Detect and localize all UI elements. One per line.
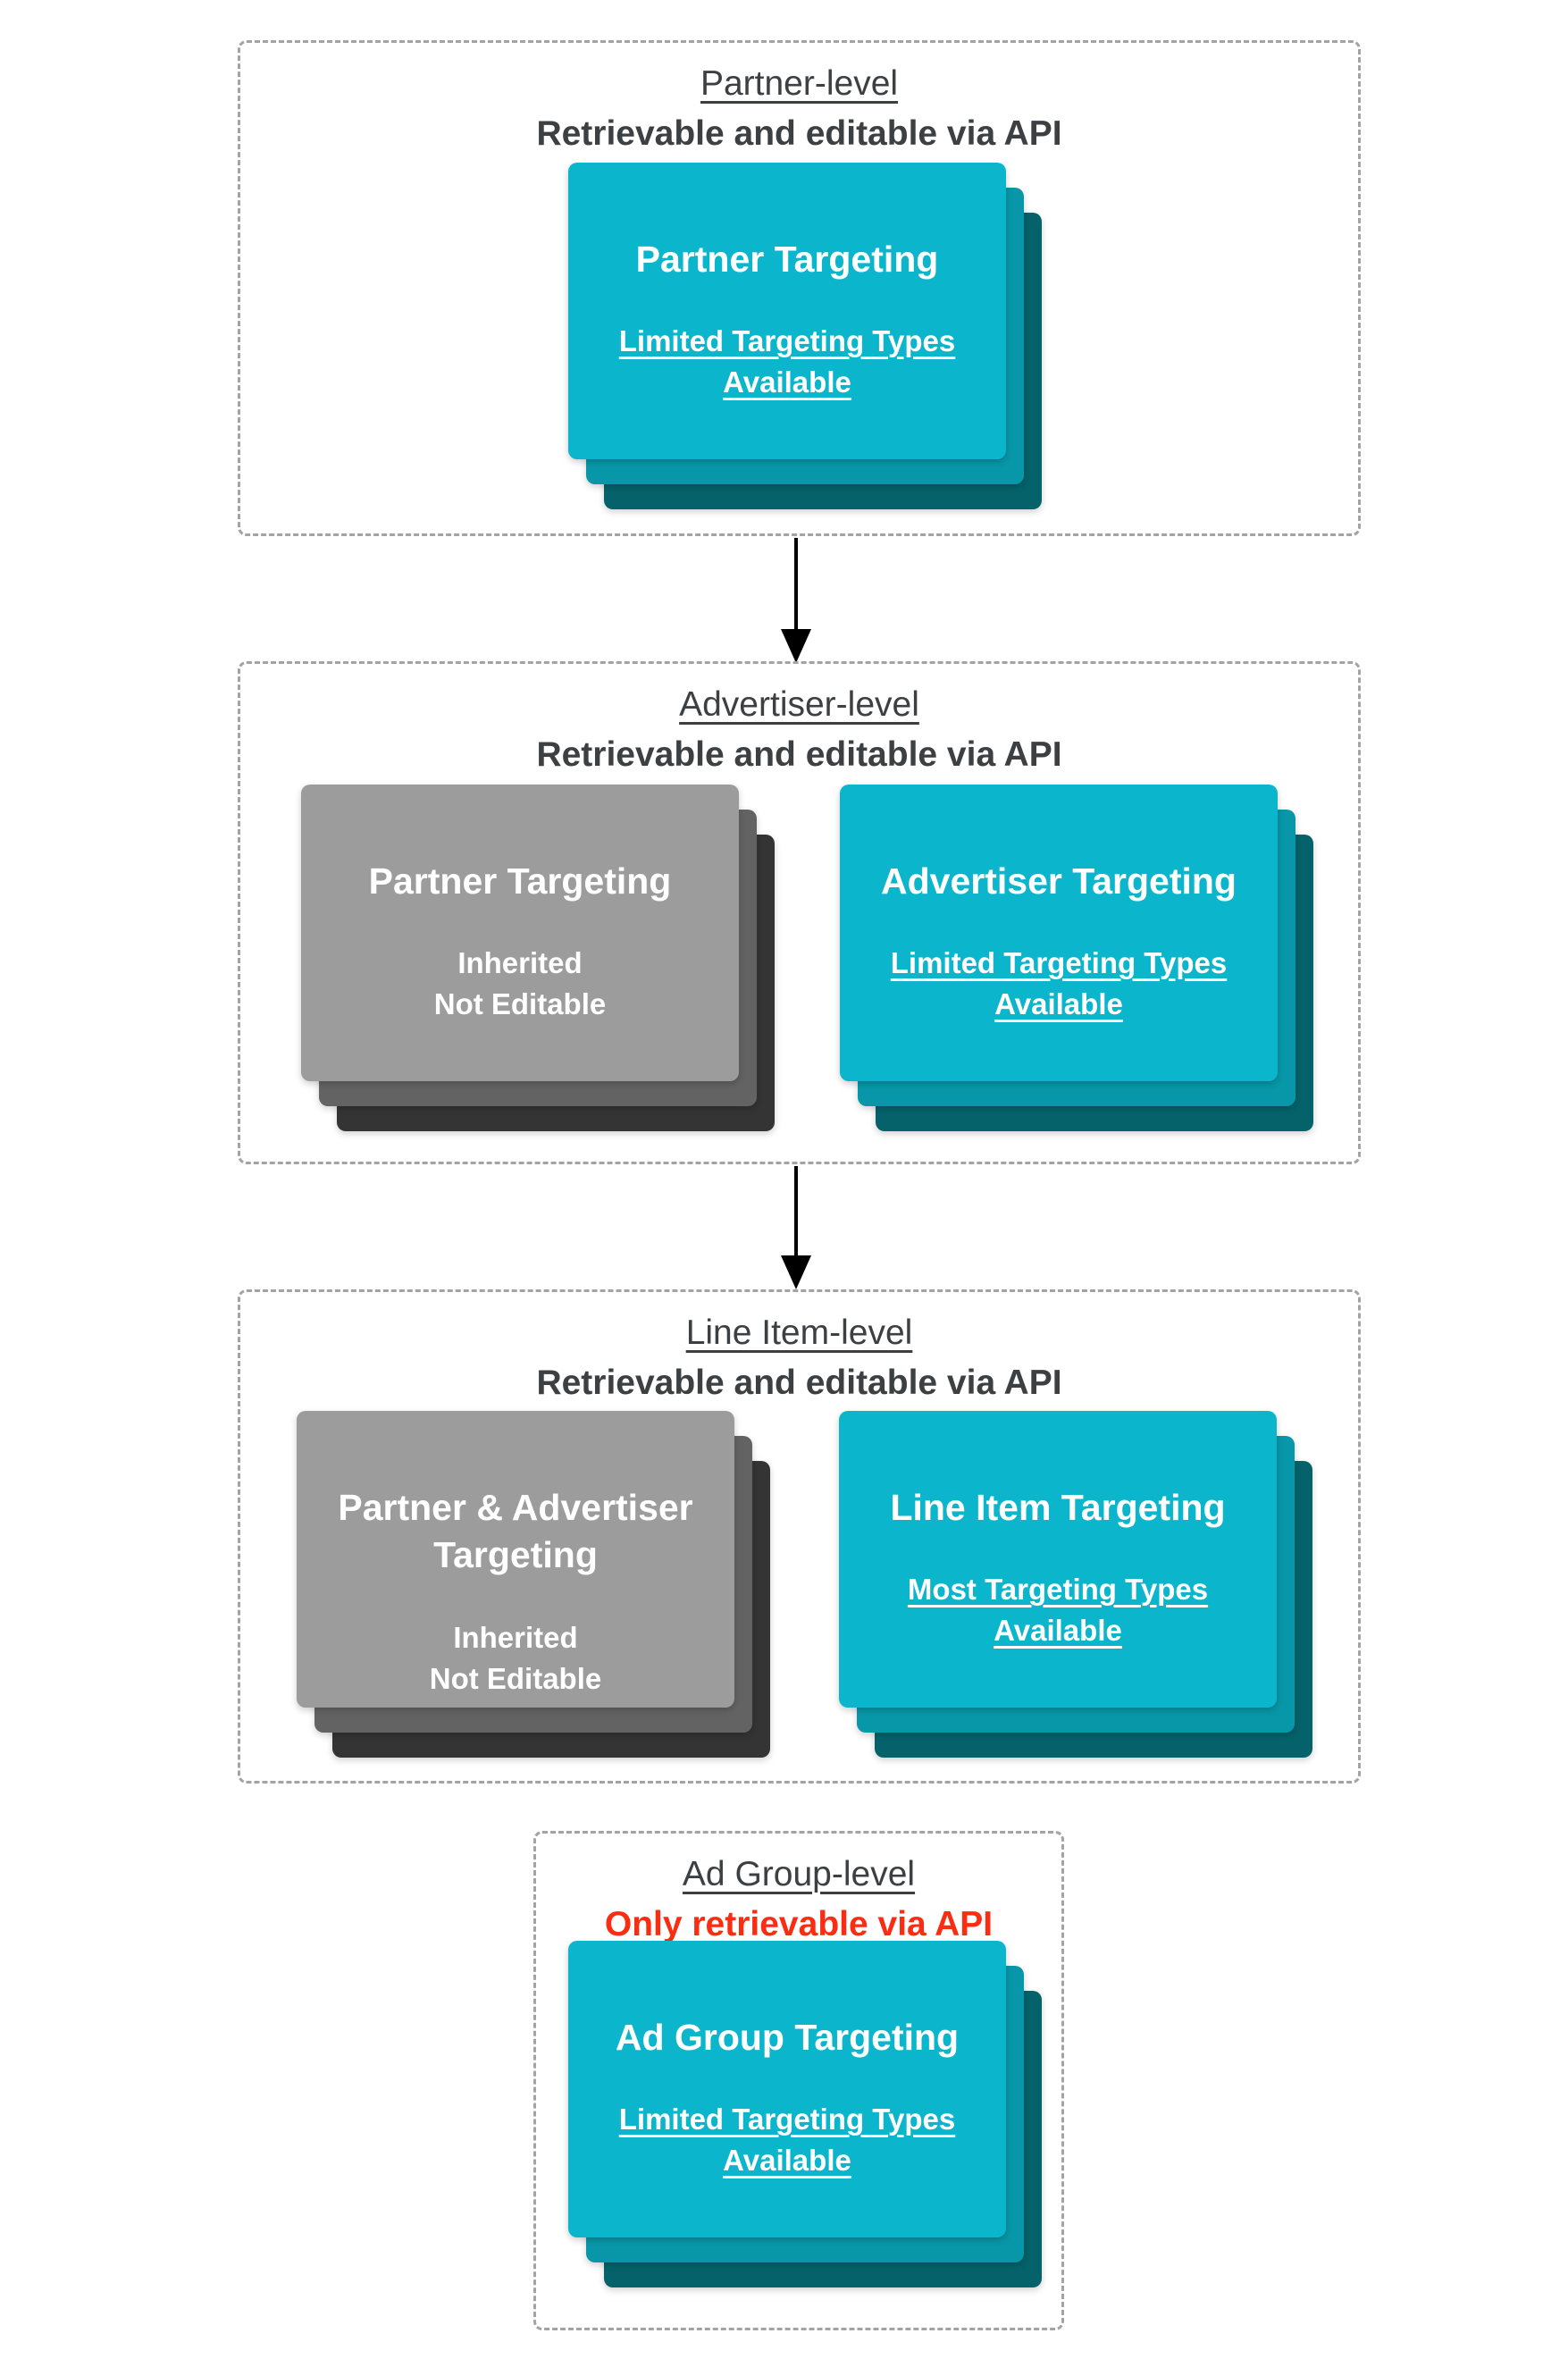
section-api-access-text-alert: Only retrievable via API [604, 1904, 994, 1943]
card-partner-targeting: Partner Targeting Limited Targeting Type… [568, 163, 1006, 459]
card-note: Limited Targeting Types Available [618, 324, 956, 399]
card-line-item-targeting: Line Item Targeting Most Targeting Types… [839, 1411, 1277, 1708]
section-partner-level: Partner-level Retrievable and editable v… [238, 40, 1361, 536]
section-ad-group-level: Ad Group-level Only retrievable via API … [533, 1831, 1064, 2330]
section-api-access-text: Retrievable and editable via API [536, 113, 1062, 153]
card-title: Partner Targeting [368, 860, 672, 902]
card-title: Line Item Targeting [890, 1487, 1226, 1528]
section-api-access-text: Retrievable and editable via API [536, 1363, 1062, 1402]
flow-arrow-advertiser-to-line-item [794, 1166, 798, 1255]
card-note: Limited Targeting Types Available [890, 946, 1228, 1021]
card-title: Partner Targeting [635, 239, 939, 280]
card-stack-inherited-partner-advertiser-targeting: Partner & Advertiser Targeting Inherited… [297, 1411, 770, 1758]
card-stack-line-item-targeting: Line Item Targeting Most Targeting Types… [839, 1411, 1312, 1758]
section-advertiser-level: Advertiser-level Retrievable and editabl… [238, 661, 1361, 1164]
card-stack-advertiser-targeting: Advertiser Targeting Limited Targeting T… [840, 785, 1313, 1131]
card-title: Ad Group Targeting [615, 2017, 960, 2058]
card-note: Inherited Not Editable [433, 946, 607, 1021]
card-advertiser-targeting: Advertiser Targeting Limited Targeting T… [840, 785, 1278, 1081]
card-inherited-partner-targeting: Partner Targeting Inherited Not Editable [301, 785, 739, 1081]
flow-arrow-partner-to-advertiser [794, 538, 798, 629]
card-stack-partner-targeting: Partner Targeting Limited Targeting Type… [568, 163, 1042, 509]
card-stack-ad-group-targeting: Ad Group Targeting Limited Targeting Typ… [568, 1941, 1042, 2287]
card-note: Most Targeting Types Available [907, 1573, 1209, 1648]
card-title: Partner & Advertiser Targeting [338, 1487, 693, 1576]
card-inherited-partner-advertiser-targeting: Partner & Advertiser Targeting Inherited… [297, 1411, 734, 1708]
card-note: Limited Targeting Types Available [618, 2103, 956, 2178]
card-ad-group-targeting: Ad Group Targeting Limited Targeting Typ… [568, 1941, 1006, 2237]
section-level-heading: Advertiser-level [679, 685, 919, 724]
section-level-heading: Line Item-level [685, 1314, 913, 1352]
section-api-access-text: Retrievable and editable via API [536, 734, 1062, 774]
section-level-heading: Ad Group-level [682, 1855, 916, 1893]
card-note: Inherited Not Editable [429, 1620, 602, 1695]
section-level-heading: Partner-level [700, 64, 899, 103]
section-line-item-level: Line Item-level Retrievable and editable… [238, 1289, 1361, 1784]
card-title: Advertiser Targeting [881, 860, 1237, 902]
card-stack-inherited-partner-targeting: Partner Targeting Inherited Not Editable [301, 785, 775, 1131]
